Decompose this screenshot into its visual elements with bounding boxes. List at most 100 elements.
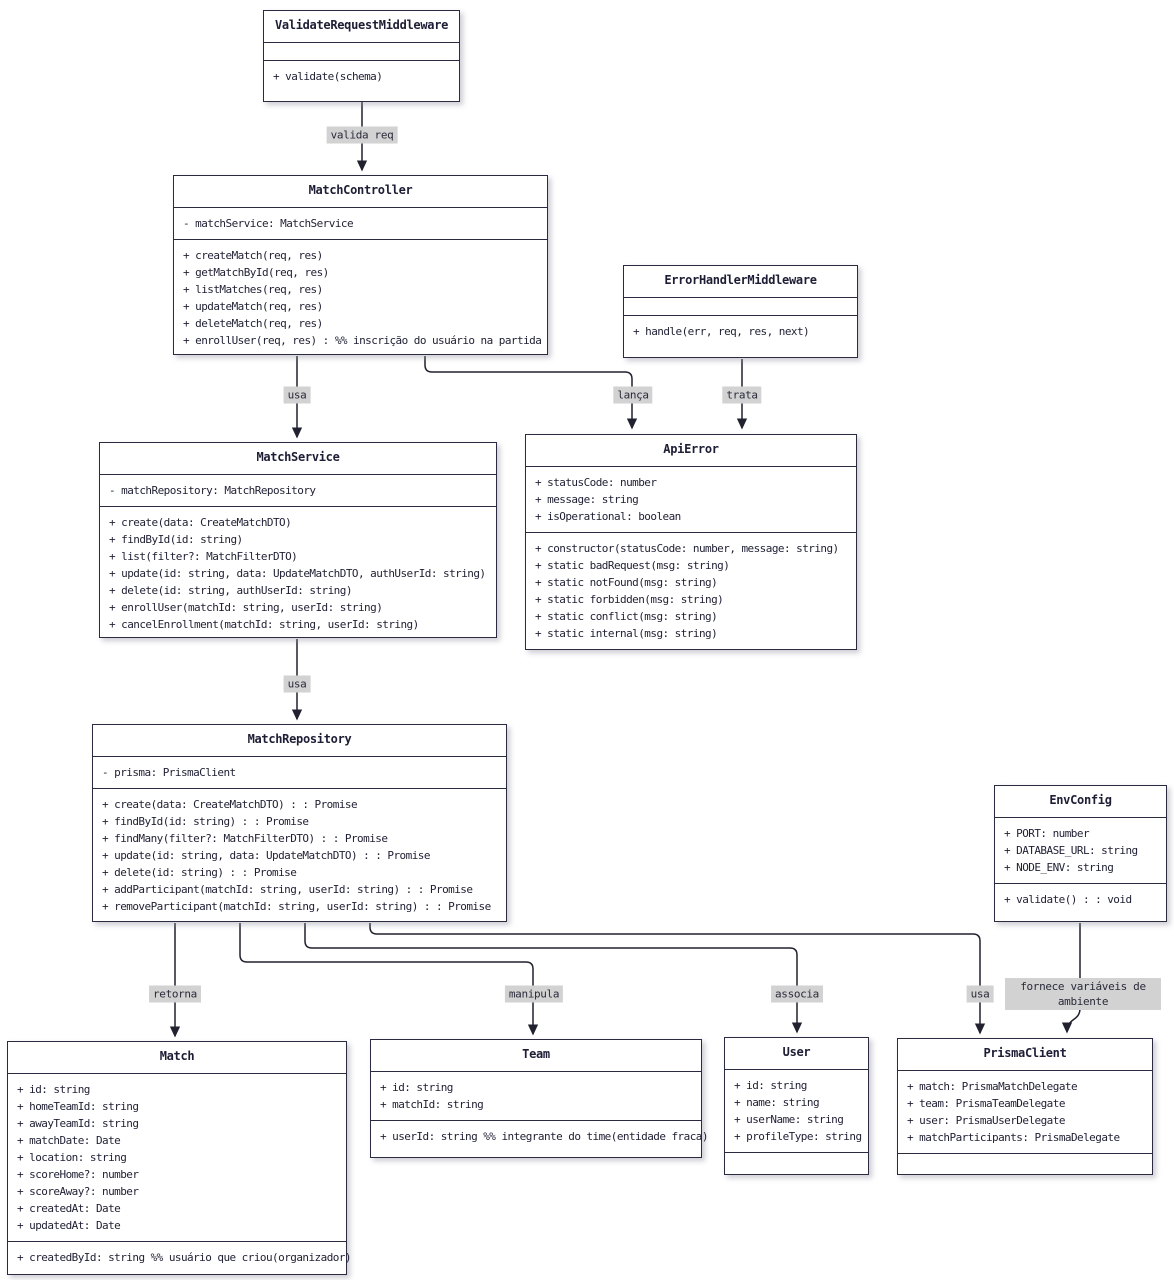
class-title: MatchController bbox=[174, 176, 547, 208]
edge-label-trata: trata bbox=[722, 386, 762, 404]
method-row: + create(data: CreateMatchDTO) : : Promi… bbox=[102, 798, 358, 811]
edge-label-fornece-variaveis: fornece variáveis de ambiente bbox=[1005, 978, 1161, 1010]
class-methods: + createdById: string %% usuário que cri… bbox=[8, 1242, 352, 1274]
class-match-repository: MatchRepository - prisma: PrismaClient +… bbox=[92, 724, 507, 922]
attribute-row: - matchRepository: MatchRepository bbox=[109, 484, 316, 497]
edge-repository-to-user bbox=[304, 923, 803, 1034]
class-match-controller: MatchController - matchService: MatchSer… bbox=[173, 175, 548, 355]
method-row: + list(filter?: MatchFilterDTO) bbox=[109, 550, 298, 563]
method-row: + delete(id: string, authUserId: string) bbox=[109, 584, 352, 597]
method-row: + validate() : : void bbox=[1004, 893, 1132, 906]
class-error-handler-middleware: ErrorHandlerMiddleware + handle(err, req… bbox=[623, 265, 858, 358]
attribute-row: + userName: string bbox=[734, 1113, 844, 1126]
attribute-row: + NODE_ENV: string bbox=[1004, 861, 1114, 874]
class-team: Team + id: string+ matchId: string + use… bbox=[370, 1039, 708, 1158]
attribute-row: + location: string bbox=[17, 1151, 127, 1164]
method-row: + deleteMatch(req, res) bbox=[183, 317, 323, 330]
method-row: + userId: string %% integrante do time(e… bbox=[380, 1130, 708, 1143]
method-row: + handle(err, req, res, next) bbox=[633, 325, 810, 338]
edge-repository-to-prisma bbox=[369, 923, 986, 1035]
class-methods: + validate(schema) bbox=[264, 61, 459, 101]
class-methods: + create(data: CreateMatchDTO) + findById… bbox=[100, 507, 496, 637]
class-title: ApiError bbox=[526, 435, 856, 467]
attribute-row: + id: string bbox=[380, 1081, 453, 1094]
edge-label-manipula: manipula bbox=[504, 985, 564, 1003]
class-methods: + createMatch(req, res) + getMatchById(re… bbox=[174, 240, 547, 354]
class-title: ErrorHandlerMiddleware bbox=[624, 266, 857, 298]
method-row: + create(data: CreateMatchDTO) bbox=[109, 516, 292, 529]
class-title: EnvConfig bbox=[995, 786, 1166, 818]
method-row: + removeParticipant(matchId: string, use… bbox=[102, 900, 491, 913]
edge-label-usa-repository-prisma: usa bbox=[966, 985, 994, 1003]
method-row: + enrollUser(req, res) : %% inscrição do… bbox=[183, 334, 542, 347]
class-methods bbox=[898, 1154, 1152, 1174]
class-attributes: + statusCode: number+ message: string+ i… bbox=[526, 467, 856, 533]
method-row: + static forbidden(msg: string) bbox=[535, 593, 724, 606]
class-methods: + userId: string %% integrante do time(e… bbox=[371, 1121, 708, 1157]
edge-label-valida-req: valida req bbox=[326, 126, 398, 144]
class-attributes: + match: PrismaMatchDelegate+ team: Pris… bbox=[898, 1071, 1152, 1154]
class-prisma-client: PrismaClient + match: PrismaMatchDelegat… bbox=[897, 1038, 1153, 1175]
method-row: + constructor(statusCode: number, messag… bbox=[535, 542, 839, 555]
class-attributes: + id: string + matchId: string bbox=[371, 1072, 701, 1121]
attribute-row: + id: string bbox=[17, 1083, 90, 1096]
method-row: + static internal(msg: string) bbox=[535, 627, 718, 640]
method-row: + enrollUser(matchId: string, userId: st… bbox=[109, 601, 383, 614]
method-row: + delete(id: string) : : Promise bbox=[102, 866, 297, 879]
attribute-row: + statusCode: number bbox=[535, 476, 657, 489]
class-title: Match bbox=[8, 1042, 346, 1074]
class-api-error: ApiError + statusCode: number + message: … bbox=[525, 434, 857, 650]
class-attributes bbox=[264, 43, 459, 61]
attribute-row: + matchDate: Date bbox=[17, 1134, 121, 1147]
method-row: + static notFound(msg: string) bbox=[535, 576, 718, 589]
attribute-row: + scoreAway?: number bbox=[17, 1185, 139, 1198]
method-row: + createdById: string %% usuário que cri… bbox=[17, 1251, 352, 1264]
attribute-row: + awayTeamId: string bbox=[17, 1117, 139, 1130]
class-validate-request-middleware: ValidateRequestMiddleware + validate(sch… bbox=[263, 10, 460, 102]
edge-label-associa: associa bbox=[771, 985, 823, 1003]
attribute-row: - matchService: MatchService bbox=[183, 217, 354, 230]
method-row: + findById(id: string) bbox=[109, 533, 243, 546]
class-attributes: - prisma: PrismaClient bbox=[93, 757, 506, 789]
method-row: + addParticipant(matchId: string, userId… bbox=[102, 883, 473, 896]
method-row: + cancelEnrollment(matchId: string, user… bbox=[109, 618, 419, 631]
attribute-row: + scoreHome?: number bbox=[17, 1168, 139, 1181]
attribute-row: + message: string bbox=[535, 493, 639, 506]
attribute-row: + profileType: string bbox=[734, 1130, 862, 1143]
method-row: + createMatch(req, res) bbox=[183, 249, 323, 262]
edge-controller-to-apierror bbox=[424, 356, 638, 430]
attribute-row: - prisma: PrismaClient bbox=[102, 766, 236, 779]
class-title: PrismaClient bbox=[898, 1039, 1152, 1071]
class-title: ValidateRequestMiddleware bbox=[264, 11, 459, 43]
method-row: + update(id: string, data: UpdateMatchDT… bbox=[102, 849, 430, 862]
method-row: + findById(id: string) : : Promise bbox=[102, 815, 309, 828]
class-attributes: + id: string + name: string + userName: st… bbox=[725, 1070, 868, 1153]
edge-label-usa-service-repository: usa bbox=[283, 675, 311, 693]
class-attributes: + PORT: number + DATABASE_URL: string + NO… bbox=[995, 818, 1166, 884]
class-methods: + constructor(statusCode: number, messag… bbox=[526, 533, 856, 649]
edge-repository-to-team bbox=[239, 923, 539, 1036]
class-attributes: - matchRepository: MatchRepository bbox=[100, 475, 496, 507]
class-methods: + create(data: CreateMatchDTO) : : Promi… bbox=[93, 789, 506, 921]
attribute-row: + PORT: number bbox=[1004, 827, 1090, 840]
class-title: User bbox=[725, 1038, 868, 1070]
attribute-row: + team: PrismaTeamDelegate bbox=[907, 1097, 1065, 1110]
class-attributes: + id: string+ homeTeamId: string+ awayTe… bbox=[8, 1074, 346, 1242]
attribute-row: + user: PrismaUserDelegate bbox=[907, 1114, 1065, 1127]
method-row: + getMatchById(req, res) bbox=[183, 266, 329, 279]
edge-label-usa-controller-service: usa bbox=[283, 386, 311, 404]
class-attributes: - matchService: MatchService bbox=[174, 208, 547, 240]
attribute-row: + matchId: string bbox=[380, 1098, 484, 1111]
method-row: + static badRequest(msg: string) bbox=[535, 559, 730, 572]
attribute-row: + DATABASE_URL: string bbox=[1004, 844, 1138, 857]
attribute-row: + id: string bbox=[734, 1079, 807, 1092]
method-row: + update(id: string, data: UpdateMatchDT… bbox=[109, 567, 486, 580]
attribute-row: + name: string bbox=[734, 1096, 820, 1109]
class-user: User + id: string + name: string + userNam… bbox=[724, 1037, 869, 1175]
method-row: + listMatches(req, res) bbox=[183, 283, 323, 296]
method-row: + findMany(filter?: MatchFilterDTO) : : … bbox=[102, 832, 388, 845]
class-match-service: MatchService - matchRepository: MatchRep… bbox=[99, 442, 497, 638]
attribute-row: + matchParticipants: PrismaDelegate bbox=[907, 1131, 1120, 1144]
